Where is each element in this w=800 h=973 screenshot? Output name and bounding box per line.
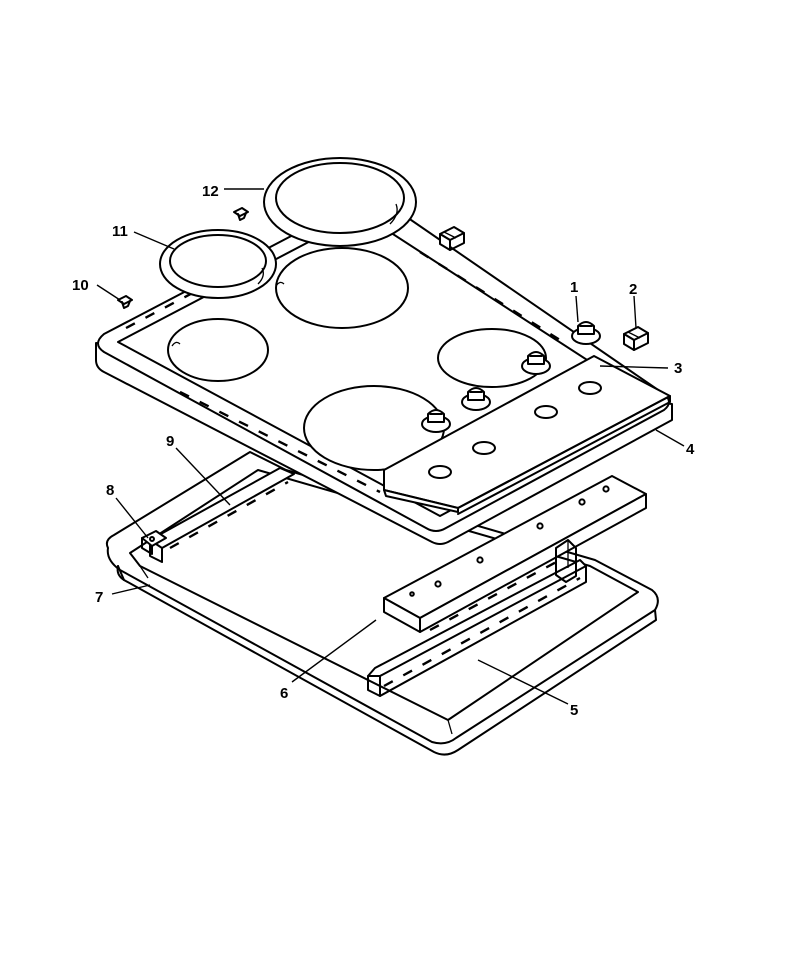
knob-3 xyxy=(521,351,551,375)
burner-openings xyxy=(167,247,547,471)
callout-1: 1 xyxy=(570,279,578,296)
callout-4: 4 xyxy=(686,441,695,458)
callout-8: 8 xyxy=(106,482,114,499)
callout-6: 6 xyxy=(280,685,288,702)
opening-rear-right xyxy=(275,247,409,329)
screws xyxy=(117,207,249,309)
control-panel xyxy=(383,355,671,515)
callout-9: 9 xyxy=(166,433,174,450)
callout-12: 12 xyxy=(202,183,219,200)
callout-11: 11 xyxy=(112,223,128,240)
front-bracket xyxy=(367,559,587,697)
callout-5: 5 xyxy=(570,702,578,719)
opening-right-small xyxy=(437,328,547,388)
opening-left xyxy=(167,318,269,382)
knob-1 xyxy=(421,409,451,433)
cooktop-tray xyxy=(105,451,659,756)
knob-2 xyxy=(461,387,491,411)
control-box xyxy=(383,475,647,633)
screw-rear xyxy=(233,207,249,221)
side-bracket xyxy=(149,467,295,563)
corner-clip xyxy=(141,530,167,555)
trim-ring-small xyxy=(159,229,277,299)
callout-7: 7 xyxy=(95,589,103,606)
leader-lines xyxy=(96,188,685,705)
control-knobs xyxy=(421,321,601,433)
callout-3: 3 xyxy=(674,360,682,377)
trim-ring-large xyxy=(263,157,417,247)
callout-labels: 1 2 3 4 5 6 7 8 9 10 11 12 xyxy=(72,183,695,719)
callout-10: 10 xyxy=(72,277,89,294)
knob-4 xyxy=(571,321,601,345)
callout-2: 2 xyxy=(629,281,637,298)
hinge-right xyxy=(623,326,649,351)
trim-rings xyxy=(159,157,417,299)
hinge-rear xyxy=(439,226,465,251)
screw-left xyxy=(117,295,133,309)
hinges xyxy=(439,226,649,351)
